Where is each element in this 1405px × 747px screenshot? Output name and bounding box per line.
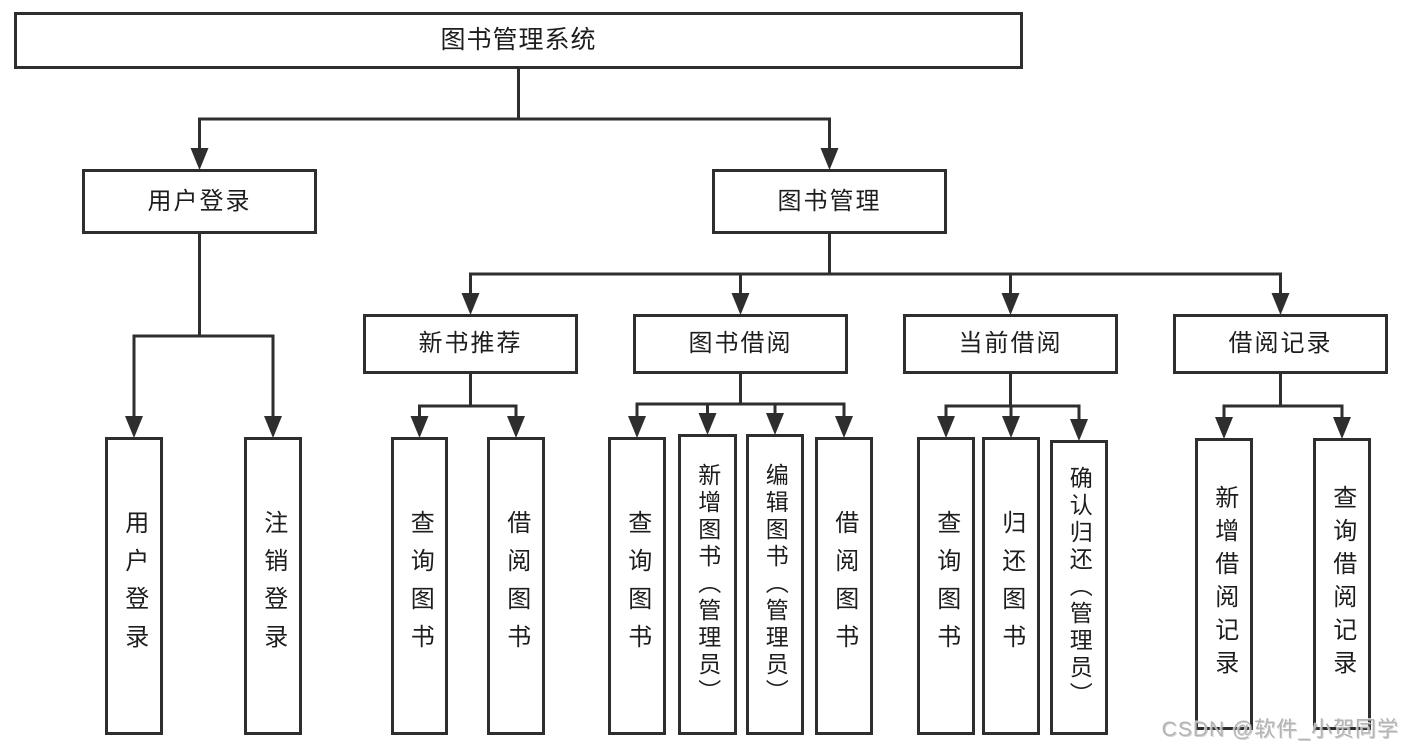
arrowhead-icon <box>507 416 525 438</box>
node-label: 用户登录 <box>147 187 252 215</box>
node-leaf-borrow-book-2: 借阅图书 <box>815 437 873 735</box>
node-leaf-query-book-3: 查询图书 <box>917 437 975 735</box>
arrowhead-icon <box>264 416 282 438</box>
node-label: 借阅图书 <box>502 510 530 662</box>
node-root: 图书管理系统 <box>14 12 1023 69</box>
arrowhead-icon <box>628 416 646 438</box>
node-label: 归还图书 <box>997 510 1025 662</box>
node-leaf-return-book: 归还图书 <box>982 437 1040 735</box>
node-label: 当前借阅 <box>958 330 1063 358</box>
arrowhead-icon <box>937 416 955 438</box>
node-label: 借阅图书 <box>830 510 858 662</box>
node-borrow-records: 借阅记录 <box>1173 314 1388 374</box>
node-label: 借阅记录 <box>1228 330 1333 358</box>
arrowhead-icon <box>1215 417 1233 439</box>
node-label: 图书借阅 <box>688 330 793 358</box>
node-label: 查询借阅记录 <box>1328 485 1356 683</box>
node-leaf-user-login: 用户登录 <box>105 437 163 735</box>
node-leaf-borrow-book-1: 借阅图书 <box>487 437 545 735</box>
node-book-borrow: 图书借阅 <box>633 314 848 374</box>
node-label: 查询图书 <box>406 510 434 662</box>
node-leaf-confirm-return: 确认归还（管理员） <box>1050 440 1108 735</box>
node-user-login: 用户登录 <box>82 169 317 234</box>
node-new-book-recommend: 新书推荐 <box>363 314 578 374</box>
node-leaf-add-record: 新增借阅记录 <box>1195 438 1253 730</box>
node-label: 图书管理系统 <box>440 26 597 55</box>
arrowhead-icon <box>820 148 839 170</box>
node-leaf-add-book: 新增图书（管理员） <box>678 434 737 735</box>
arrowhead-icon <box>1271 293 1290 315</box>
node-leaf-query-book-2: 查询图书 <box>608 437 666 735</box>
node-label: 确认归还（管理员） <box>1066 466 1093 709</box>
node-label: 用户登录 <box>120 510 148 662</box>
arrowhead-icon <box>1002 416 1020 438</box>
node-leaf-query-book-1: 查询图书 <box>391 437 448 735</box>
arrowhead-icon <box>698 413 717 435</box>
node-leaf-logout: 注销登录 <box>244 437 302 735</box>
node-label: 查询图书 <box>623 510 651 662</box>
node-leaf-query-record: 查询借阅记录 <box>1313 438 1371 730</box>
arrowhead-icon <box>1070 419 1088 441</box>
arrowhead-icon <box>1333 417 1351 439</box>
node-label: 新书推荐 <box>418 330 523 358</box>
node-label: 编辑图书（管理员） <box>762 463 789 706</box>
arrowhead-icon <box>190 148 209 170</box>
arrowhead-icon <box>731 293 750 315</box>
node-label: 查询图书 <box>932 510 960 662</box>
arrowhead-icon <box>766 413 784 435</box>
node-leaf-edit-book: 编辑图书（管理员） <box>746 434 804 735</box>
node-book-mgmt: 图书管理 <box>712 169 947 234</box>
node-label: 新增借阅记录 <box>1210 485 1238 683</box>
arrowhead-icon <box>461 293 480 315</box>
node-current-borrow: 当前借阅 <box>903 314 1118 374</box>
arrowhead-icon <box>1001 293 1020 315</box>
arrowhead-icon <box>125 416 143 438</box>
arrowhead-icon <box>835 416 853 438</box>
node-label: 图书管理 <box>777 187 882 215</box>
node-label: 注销登录 <box>259 510 287 662</box>
arrowhead-icon <box>410 416 429 438</box>
node-label: 新增图书（管理员） <box>694 463 721 706</box>
